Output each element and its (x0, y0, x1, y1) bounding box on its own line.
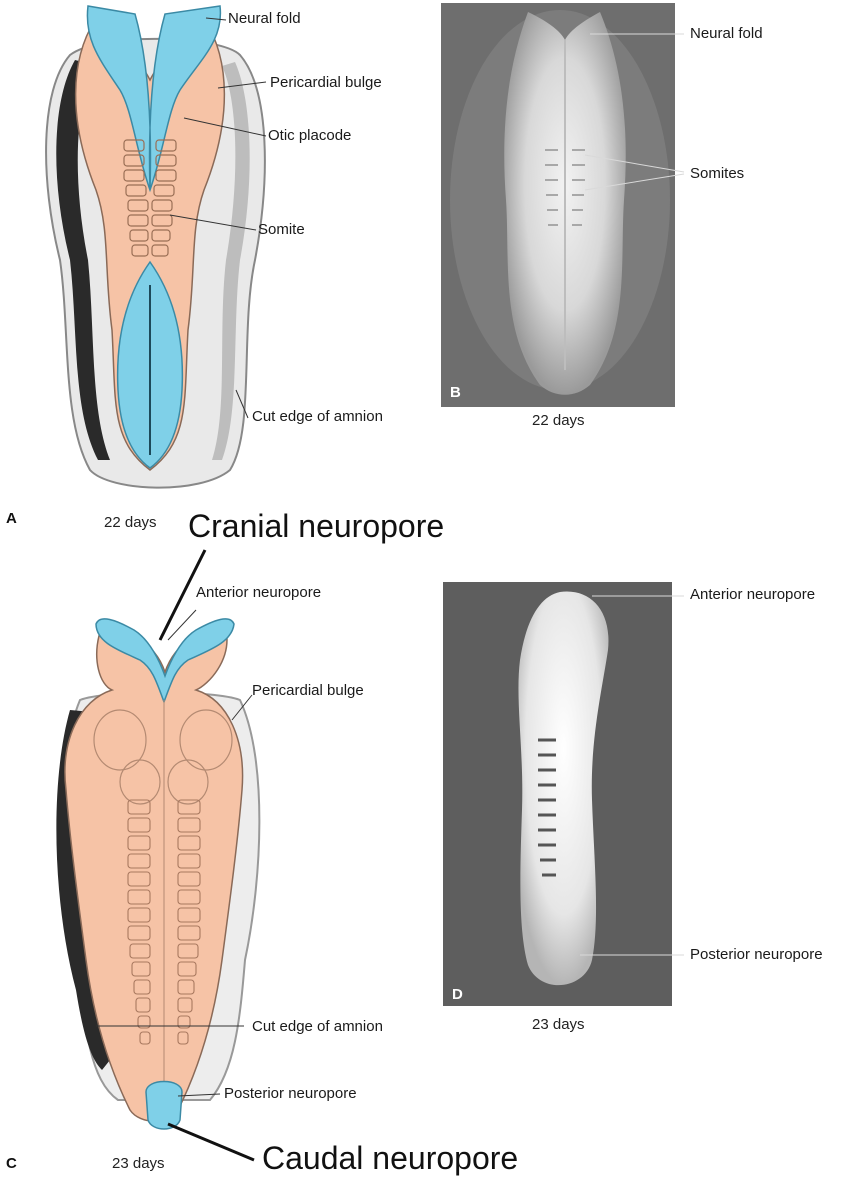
label-b-neural-fold: Neural fold (690, 25, 763, 42)
panel-letter-a: A (6, 510, 17, 527)
posterior-neuropore-c (145, 1080, 183, 1130)
panel-letter-b: B (450, 384, 461, 401)
label-a-somite: Somite (258, 221, 305, 238)
panel-letter-d: D (452, 986, 463, 1003)
leader-b-somites-2 (584, 173, 685, 191)
amnion-dark-edge (56, 60, 110, 460)
label-c-cut-edge: Cut edge of amnion (252, 1018, 383, 1035)
somites-a (123, 139, 177, 257)
label-c-anterior-neuropore: Anterior neuropore (196, 584, 322, 601)
photo-d-somites (538, 738, 556, 877)
somites-c (127, 799, 201, 1045)
label-d-anterior-neuropore: Anterior neuropore (690, 586, 816, 603)
label-d-posterior-neuropore: Posterior neuropore (690, 946, 823, 963)
caption-c: 23 days (112, 1155, 165, 1172)
pointer-caudal-neuropore (167, 1122, 255, 1162)
embryo-22-days-photo (441, 3, 685, 407)
embryo-23-days-photo (443, 582, 684, 1006)
label-a-neural-fold: Neural fold (228, 10, 301, 27)
label-b-somites: Somites (690, 165, 745, 182)
annotation-cranial-neuropore: Cranial neuropore (188, 508, 445, 544)
label-c-posterior-neuropore: Posterior neuropore (224, 1085, 357, 1102)
caption-d: 23 days (532, 1016, 585, 1033)
leader-b-somites-1 (584, 154, 685, 173)
leader-a-somite (169, 214, 257, 231)
amnion-light-edge (212, 62, 250, 460)
leader-c-anterior (167, 609, 197, 641)
leader-a-cut-edge (235, 389, 249, 419)
caption-b: 22 days (532, 412, 585, 429)
label-a-pericardial-bulge: Pericardial bulge (270, 74, 382, 91)
leader-a-otic (183, 117, 267, 137)
embryo-22-days-drawing (45, 5, 267, 489)
label-c-pericardial-bulge: Pericardial bulge (252, 682, 364, 699)
embryo-23-days-drawing (56, 549, 261, 1162)
photo-d-embryo (518, 591, 609, 986)
annotation-caudal-neuropore: Caudal neuropore (262, 1140, 519, 1176)
panel-letter-c: C (6, 1155, 17, 1172)
label-a-otic-placode: Otic placode (268, 127, 352, 144)
photo-b-somites (545, 149, 585, 226)
pointer-cranial-neuropore (158, 549, 207, 641)
leader-a-neural-fold (205, 17, 227, 21)
caption-a: 22 days (104, 514, 157, 531)
leader-c-posterior (177, 1093, 221, 1097)
head-swellings (93, 709, 233, 805)
neural-fold-cranial-c (95, 618, 235, 705)
label-a-cut-edge: Cut edge of amnion (252, 408, 383, 425)
leader-a-pericardial (217, 81, 267, 89)
leader-c-pericardial (231, 694, 253, 721)
neural-fold-cranial (86, 5, 222, 193)
